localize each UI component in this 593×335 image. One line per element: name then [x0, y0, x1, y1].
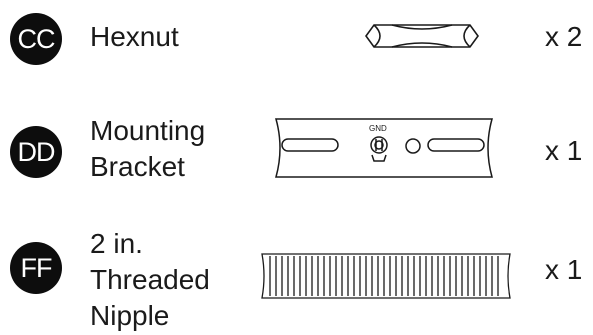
part-id-badge: CC [10, 13, 62, 65]
part-quantity: x 2 [545, 21, 583, 52]
part-row-threaded-nipple: FF 2 in. Threaded Nipple x 1 [0, 218, 593, 335]
part-name: Hexnut [90, 21, 179, 52]
part-id-label: DD [17, 136, 56, 167]
part-id-label: FF [20, 252, 53, 283]
hexnut-icon [365, 24, 479, 48]
part-name: 2 in. Threaded Nipple [90, 228, 210, 331]
threaded-nipple-icon [261, 253, 511, 299]
mounting-bracket-icon: GND [275, 118, 493, 178]
part-quantity: x 1 [545, 254, 583, 285]
part-row-hexnut: CC Hexnut x 2 [0, 0, 593, 80]
part-id-badge: DD [10, 126, 62, 178]
part-quantity: x 1 [545, 135, 583, 166]
part-name: Mounting Bracket [90, 115, 206, 182]
ground-marking-label: GND [369, 124, 387, 133]
part-row-mounting-bracket: DD Mounting Bracket GND x 1 [0, 100, 593, 200]
part-id-label: CC [17, 23, 56, 54]
part-id-badge: FF [10, 242, 62, 294]
